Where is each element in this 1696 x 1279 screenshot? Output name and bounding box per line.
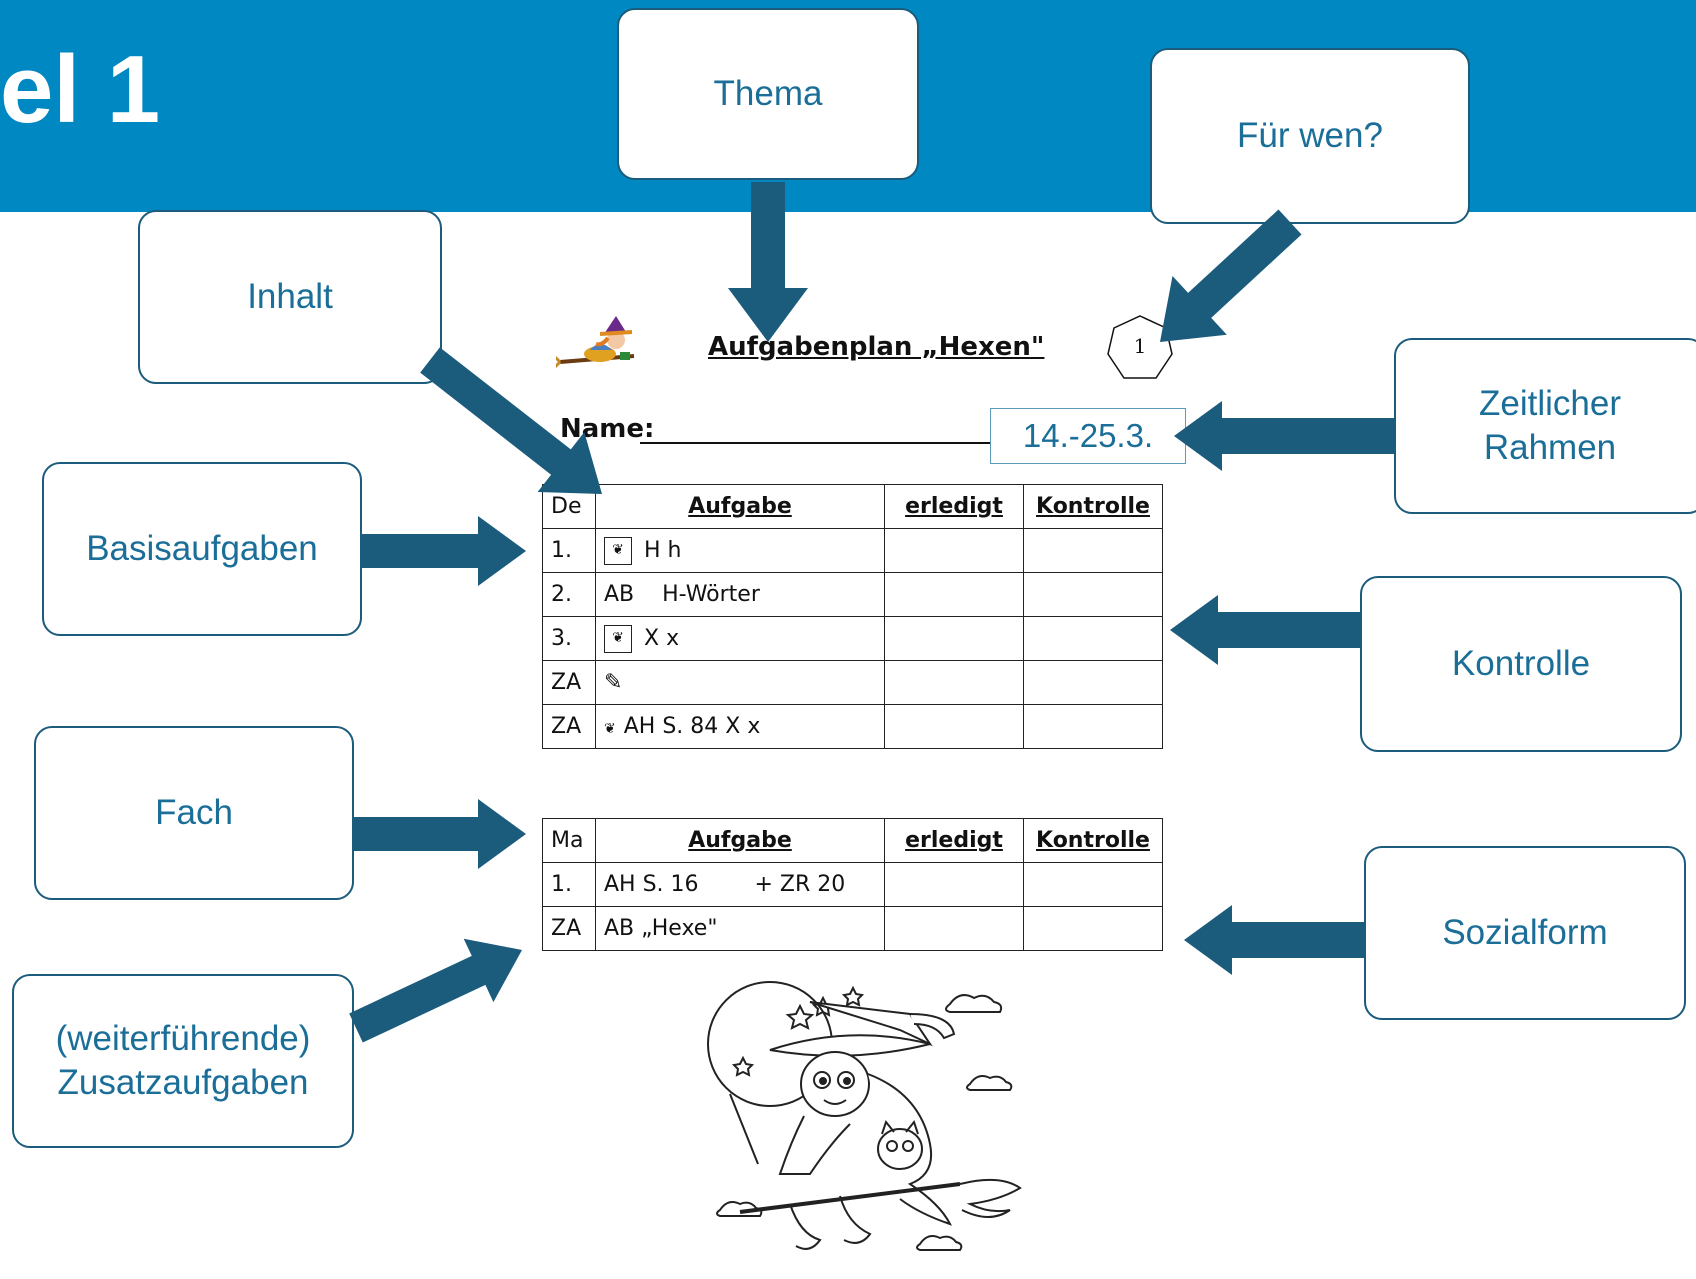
- callout-basisaufgaben-label: Basisaufgaben: [86, 529, 318, 568]
- row-number: 2.: [542, 572, 596, 617]
- witch-coloring-illustration: [700, 974, 1030, 1279]
- arrow-zusatzaufgaben: [349, 938, 522, 1043]
- callout-thema-label: Thema: [713, 74, 823, 113]
- name-line: [640, 442, 992, 444]
- callout-inhalt-label: Inhalt: [247, 277, 333, 316]
- table-row: ZA ✎: [542, 660, 1163, 705]
- task-text: AB „Hexe": [604, 916, 718, 941]
- callout-fuer-wen-label: Für wen?: [1237, 116, 1383, 155]
- callout-zeitlicher-rahmen-line1: Zeitlicher: [1479, 384, 1621, 423]
- table-header-row: De Aufgabe erledigt Kontrolle: [542, 484, 1163, 529]
- task-table-deutsch: De Aufgabe erledigt Kontrolle 1. ❦ H h 2.…: [542, 484, 1163, 749]
- row-number: 1.: [542, 862, 596, 907]
- callout-fuer-wen: Für wen?: [1150, 48, 1470, 224]
- arrow-fach: [354, 799, 526, 869]
- name-label: Name:: [560, 414, 655, 444]
- done-cell: [884, 528, 1024, 573]
- callout-fach: Fach: [34, 726, 354, 900]
- arrow-kontrolle: [1170, 595, 1362, 665]
- table-row: 1. AH S. 16 + ZR 20: [542, 862, 1163, 907]
- pencil-icon: ✎: [604, 670, 623, 695]
- paw-small-icon: ❦: [604, 721, 616, 737]
- done-cell: [884, 660, 1024, 705]
- callout-kontrolle-label: Kontrolle: [1451, 644, 1591, 683]
- done-cell: [884, 616, 1024, 661]
- callout-zusatzaufgaben-line2: Zusatzaufgaben: [57, 1063, 309, 1102]
- table-row: 1. ❦ H h: [542, 528, 1163, 573]
- table-row: ZA AB „Hexe": [542, 906, 1163, 951]
- date-range-box: 14.-25.3.: [990, 408, 1186, 464]
- page-number: 1: [1133, 334, 1147, 358]
- table-row: 3. ❦ X x: [542, 616, 1163, 661]
- check-cell: [1023, 704, 1163, 749]
- task-text: AH S. 84 X x: [623, 714, 761, 739]
- row-number: ZA: [542, 660, 596, 705]
- table-header-task: Aufgabe: [595, 484, 885, 529]
- table-row: 2. AB H-Wörter: [542, 572, 1163, 617]
- arrow-sozialform: [1184, 905, 1366, 975]
- check-cell: [1023, 862, 1163, 907]
- task-cell: AB „Hexe": [595, 906, 885, 951]
- callout-kontrolle: Kontrolle: [1360, 576, 1682, 752]
- done-cell: [884, 906, 1024, 951]
- document-title: Aufgabenplan „Hexen": [708, 332, 1045, 362]
- arrow-basisaufgaben: [362, 516, 526, 586]
- task-text: X x: [644, 625, 680, 651]
- check-cell: [1023, 572, 1163, 617]
- callout-zeitlicher-rahmen-line2: Rahmen: [1483, 428, 1617, 467]
- task-text: H h: [644, 537, 682, 563]
- task-text: AH S. 16 + ZR 20: [604, 872, 846, 897]
- table-header-check: Kontrolle: [1023, 484, 1163, 529]
- check-cell: [1023, 660, 1163, 705]
- row-number: ZA: [542, 906, 596, 951]
- callout-zusatzaufgaben: (weiterführende) Zusatzaufgaben: [12, 974, 354, 1148]
- table-header-subject: Ma: [542, 818, 596, 863]
- task-text: AB H-Wörter: [604, 582, 760, 607]
- task-cell: AB H-Wörter: [595, 572, 885, 617]
- task-cell: ❦ X x: [595, 616, 885, 661]
- task-cell: AH S. 16 + ZR 20: [595, 862, 885, 907]
- done-cell: [884, 704, 1024, 749]
- table-header-done: erledigt: [884, 484, 1024, 529]
- table-header-row: Ma Aufgabe erledigt Kontrolle: [542, 818, 1163, 863]
- callout-basisaufgaben: Basisaufgaben: [42, 462, 362, 636]
- done-cell: [884, 862, 1024, 907]
- table-header-task: Aufgabe: [595, 818, 885, 863]
- date-range: 14.-25.3.: [1022, 417, 1154, 454]
- slide-title: el 1: [0, 36, 161, 143]
- callout-fach-label: Fach: [155, 793, 233, 832]
- task-cell: ❦ AH S. 84 X x: [595, 704, 885, 749]
- row-number: 1.: [542, 528, 596, 573]
- callout-inhalt: Inhalt: [138, 210, 442, 384]
- check-cell: [1023, 528, 1163, 573]
- table-header-check: Kontrolle: [1023, 818, 1163, 863]
- callout-zusatzaufgaben-line1: (weiterführende): [55, 1019, 311, 1058]
- check-cell: [1023, 906, 1163, 951]
- paw-icon: ❦: [604, 536, 632, 565]
- row-number: ZA: [542, 704, 596, 749]
- row-number: 3.: [542, 616, 596, 661]
- callout-sozialform: Sozialform: [1364, 846, 1686, 1020]
- table-header-done: erledigt: [884, 818, 1024, 863]
- arrow-fuer-wen: [1160, 209, 1302, 342]
- paw-icon: ❦: [604, 624, 632, 653]
- table-header-subject: De: [542, 484, 596, 529]
- witch-on-broom-icon: [552, 316, 676, 381]
- task-cell: ❦ H h: [595, 528, 885, 573]
- table-row: ZA ❦ AH S. 84 X x: [542, 704, 1163, 749]
- done-cell: [884, 572, 1024, 617]
- check-cell: [1023, 616, 1163, 661]
- arrow-zeitlicher-rahmen: [1174, 401, 1396, 471]
- callout-sozialform-label: Sozialform: [1442, 913, 1608, 952]
- callout-zeitlicher-rahmen: Zeitlicher Rahmen: [1394, 338, 1696, 514]
- task-table-mathe: Ma Aufgabe erledigt Kontrolle 1. AH S. 1…: [542, 818, 1163, 951]
- callout-thema: Thema: [617, 8, 919, 180]
- task-cell: ✎: [595, 660, 885, 705]
